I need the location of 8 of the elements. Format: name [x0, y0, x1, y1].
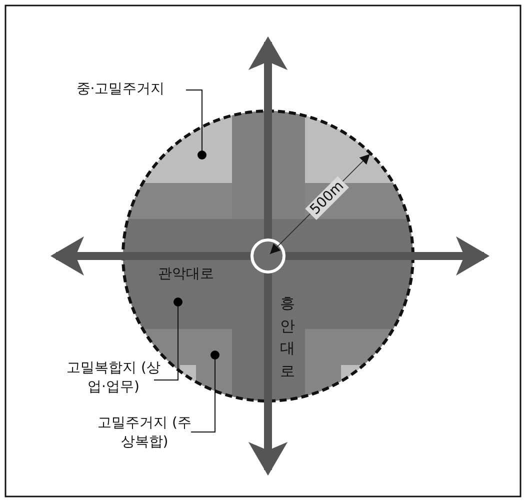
road-name: 흥안대로 [280, 293, 295, 382]
road-name: 관악대로 [158, 265, 214, 283]
zone-label: 고밀복합지 (상업·업무) [66, 359, 161, 397]
zone-label: 고밀주거지 (주상복합) [97, 414, 192, 452]
zone-label: 중·고밀주거지 [75, 80, 166, 99]
leader-line [186, 90, 206, 160]
leader-line [154, 298, 182, 380]
leader-line [190, 350, 220, 432]
